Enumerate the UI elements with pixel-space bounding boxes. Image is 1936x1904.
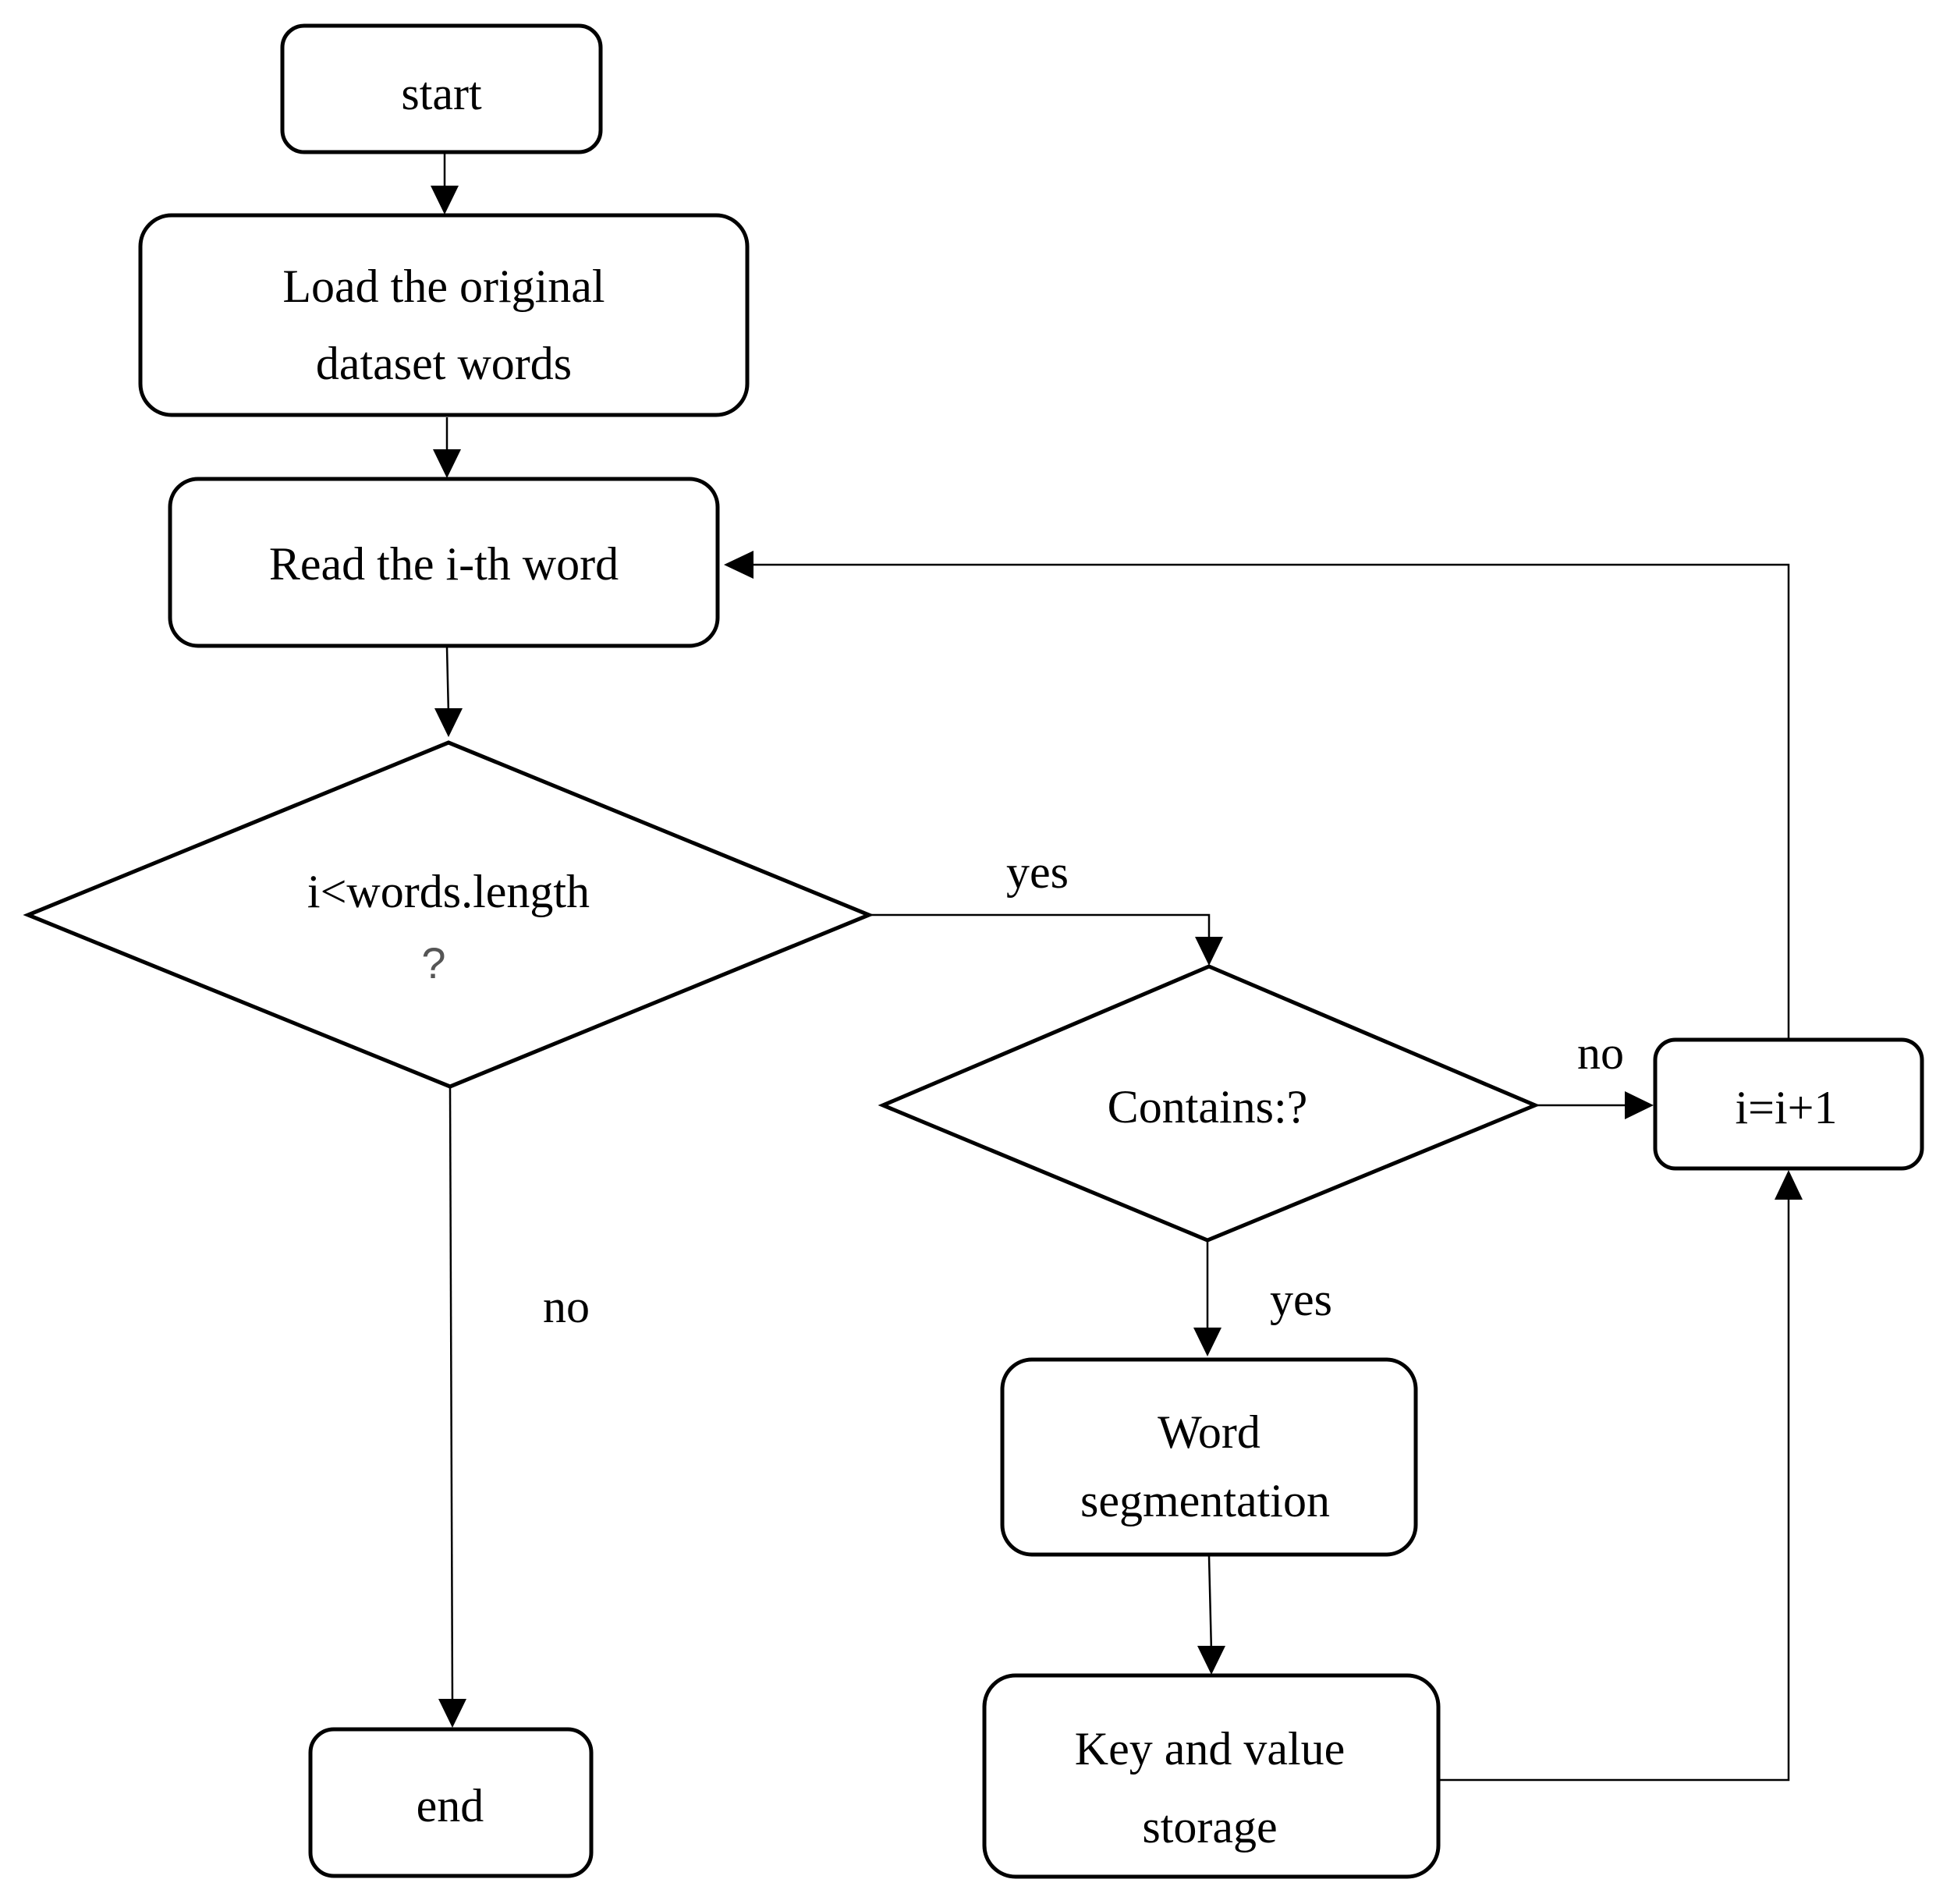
arrowhead-storage [1197,1646,1225,1675]
edge-label-length-yes: yes [1006,846,1069,898]
decision-contains-check-label: Contains:? [1108,1081,1308,1133]
arrowhead-increment-left [1625,1091,1654,1119]
node-load-dataset: Load the original dataset words [138,213,750,417]
node-start: start [280,23,603,154]
edge-increment-to-read [747,563,1790,1039]
node-key-value-storage: Key and value storage [982,1673,1441,1879]
edge-length-yes [869,913,1211,944]
decision-contains-check: Contains:? [878,964,1541,1243]
edge-storage-to-increment [1439,1193,1790,1782]
arrowhead-increment-bottom [1775,1170,1803,1200]
arrowhead-read-loop [724,551,753,579]
node-end: end [308,1727,594,1878]
node-key-value-storage-line-1: Key and value [1075,1723,1346,1775]
edge-segmentation-to-storage [1207,1555,1213,1653]
edge-label-contains-yes: yes [1270,1274,1332,1325]
decision-length-check-line-2: ? [421,938,445,987]
node-load-dataset-line-2: dataset words [316,338,572,389]
arrowhead-length-check [434,708,463,737]
decision-length-check-line-1: i<words.length [307,866,590,917]
node-key-value-storage-line-2: storage [1142,1801,1277,1853]
node-increment: i=i+1 [1653,1037,1924,1171]
arrowhead-contains-check [1195,937,1223,966]
arrowhead-end [438,1699,466,1728]
edge-read-to-length-check [445,647,450,715]
node-end-label: end [417,1780,484,1831]
node-word-segmentation-line-1: Word [1158,1406,1261,1458]
node-increment-label: i=i+1 [1735,1082,1837,1133]
node-word-segmentation-line-2: segmentation [1080,1475,1330,1526]
arrowhead-load [431,186,459,215]
node-load-dataset-line-1: Load the original [282,261,605,312]
decision-length-check: i<words.length ? [23,740,874,1089]
edge-label-length-no: no [543,1281,590,1332]
node-start-label: start [401,68,482,119]
arrowhead-segmentation [1193,1328,1222,1356]
node-word-segmentation: Word segmentation [1000,1357,1418,1557]
node-read-word: Read the i-th word [168,477,720,648]
edge-label-contains-no: no [1577,1027,1624,1079]
edge-length-no [449,1087,454,1706]
arrowhead-read [433,449,461,478]
node-read-word-label: Read the i-th word [269,538,619,590]
